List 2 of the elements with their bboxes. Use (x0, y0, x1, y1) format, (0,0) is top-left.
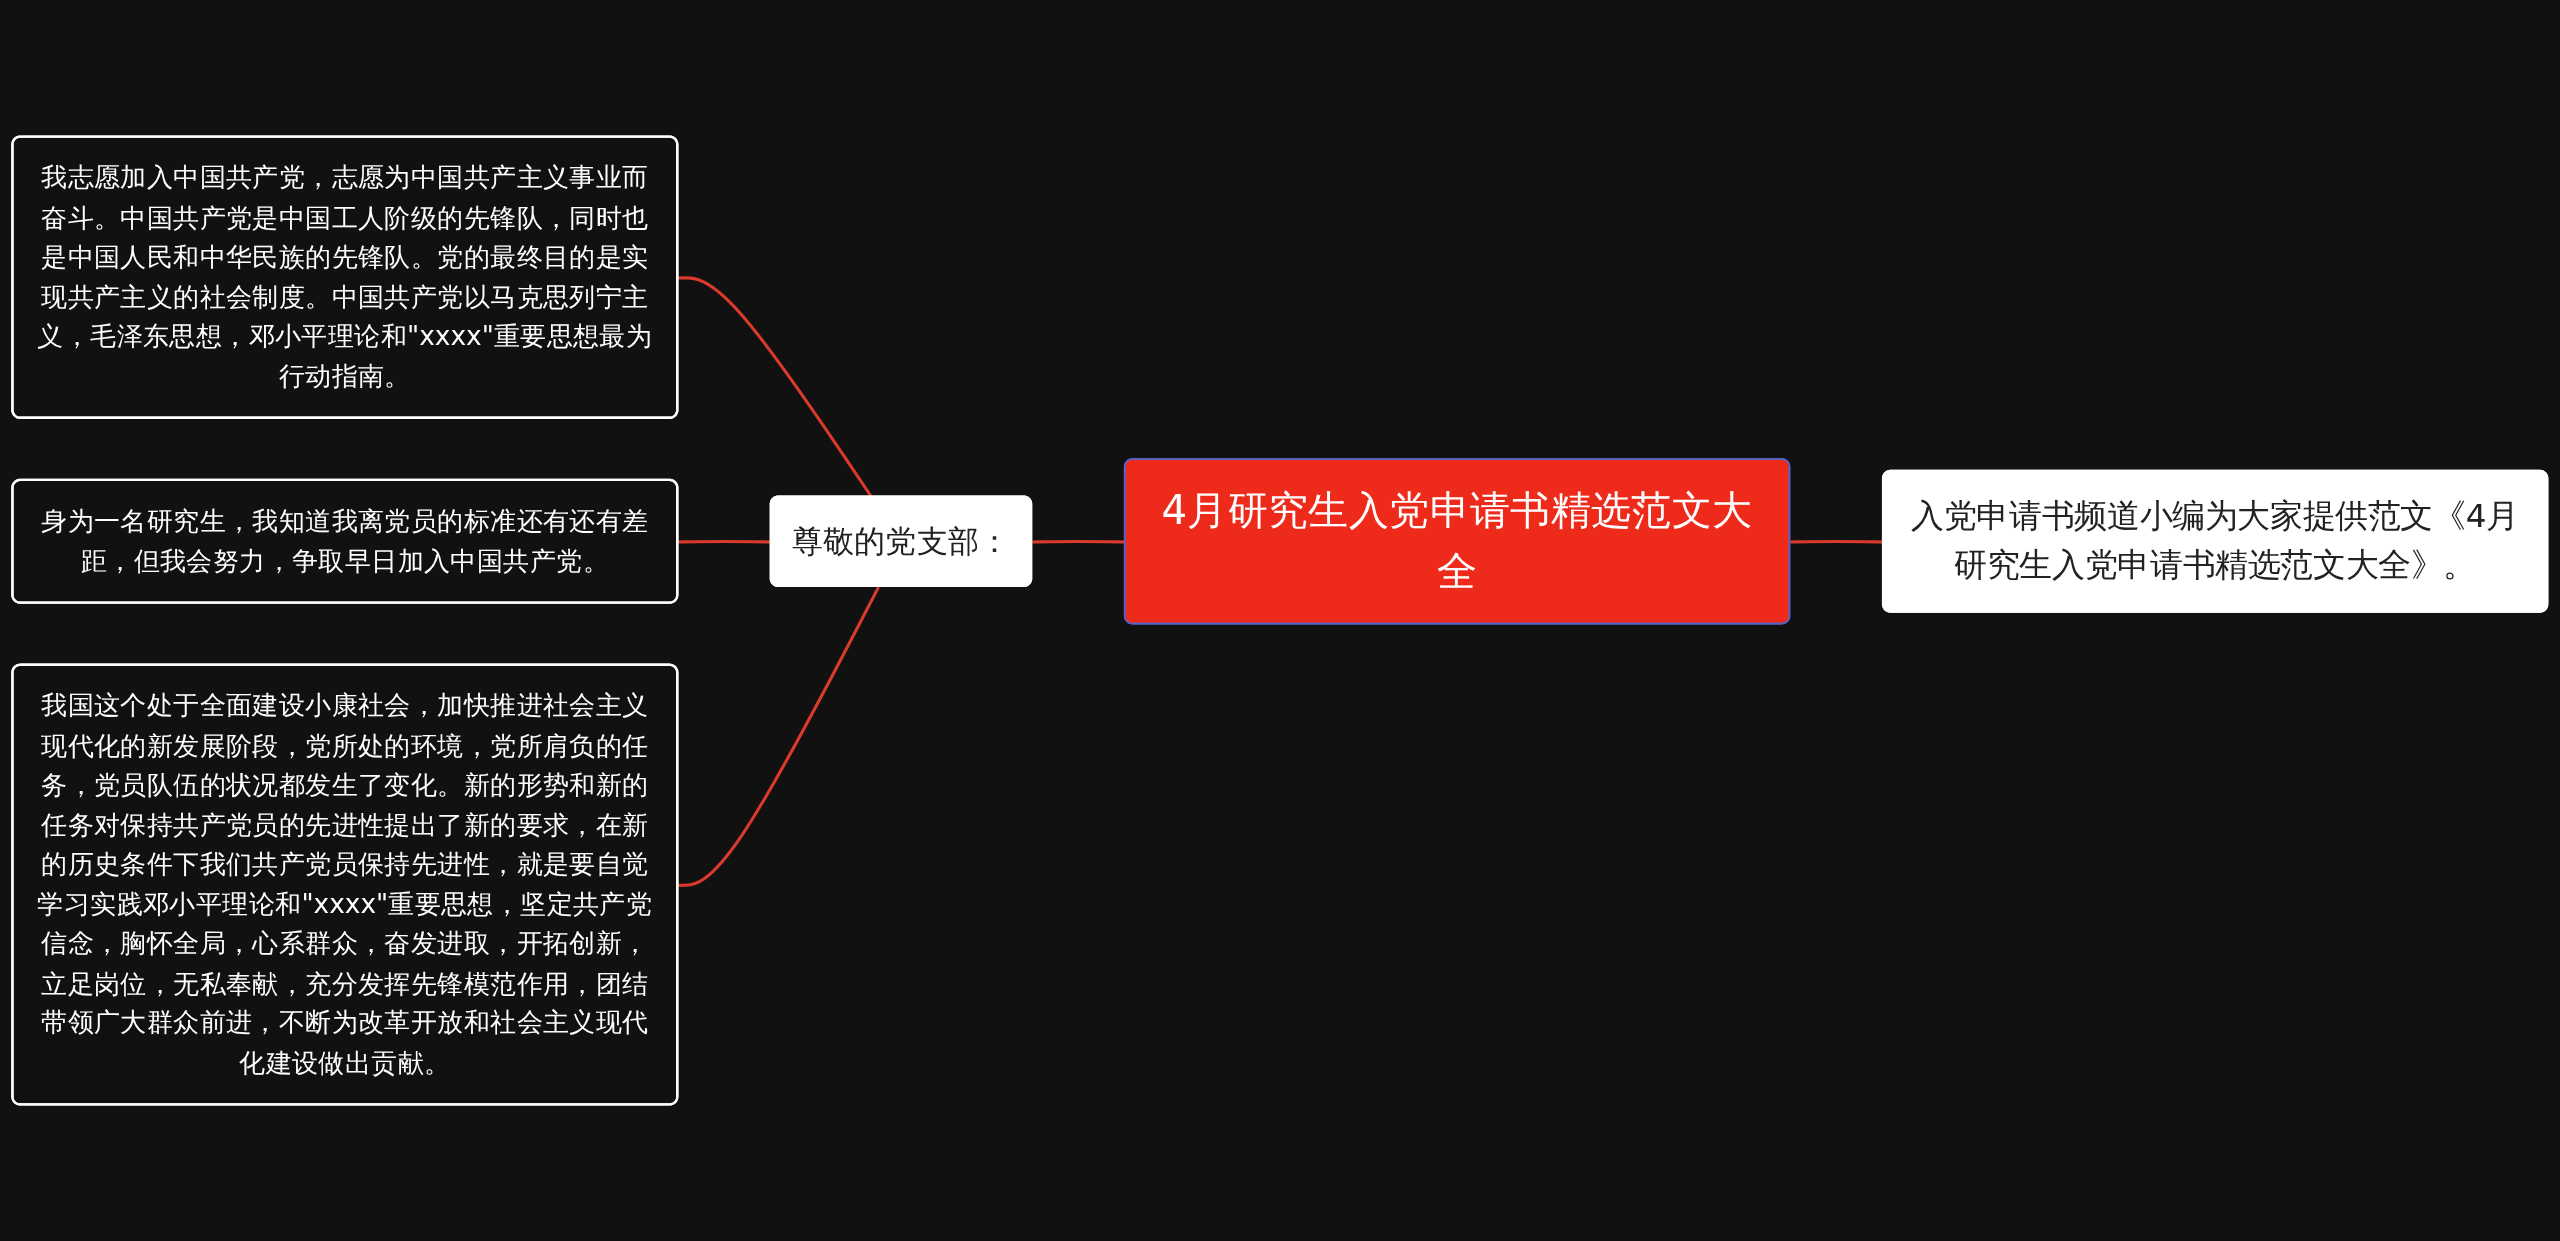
connector (678, 276, 873, 498)
connector (678, 586, 880, 887)
